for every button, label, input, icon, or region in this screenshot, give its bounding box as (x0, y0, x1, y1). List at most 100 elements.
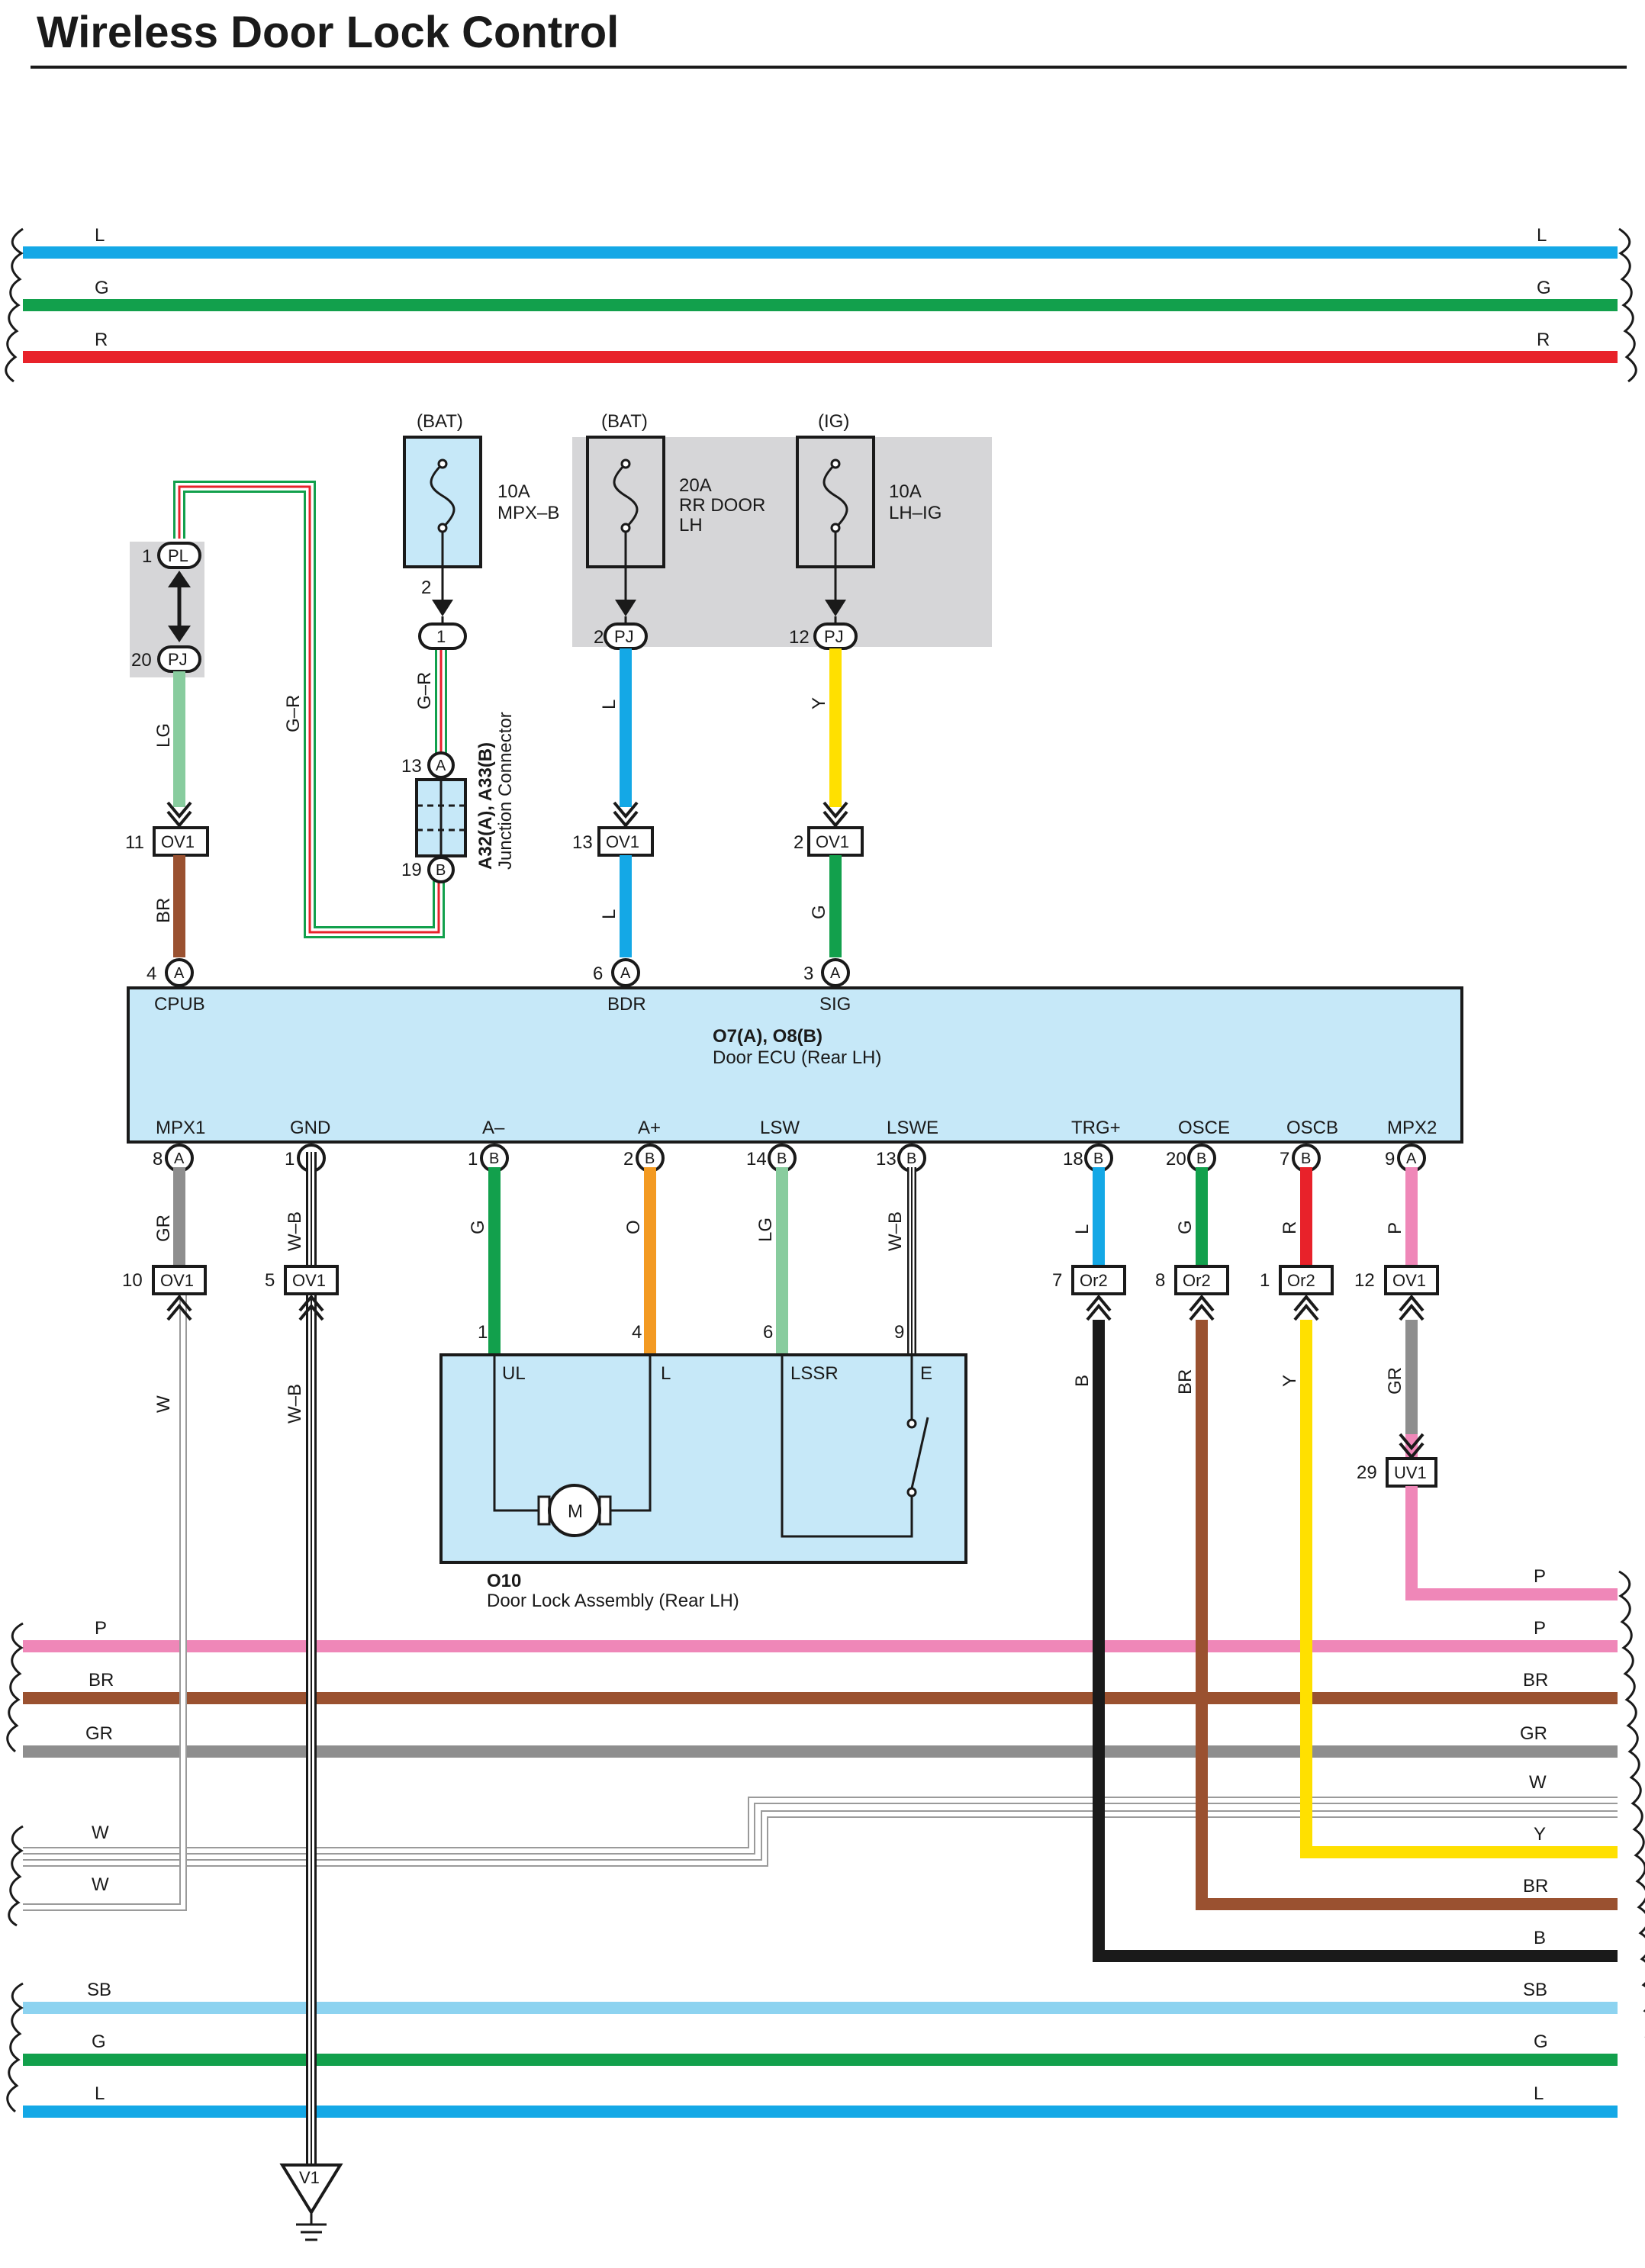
terminal-label-mpx1: MPX1 (156, 1118, 205, 1138)
wire-y-oscb (1300, 1320, 1618, 1858)
wire-label-y-oscb: Y (1280, 1375, 1300, 1387)
lock-pin-1: 1 (478, 1322, 488, 1343)
connector-pin: 7 (1052, 1270, 1062, 1291)
junction-terminal-b (427, 856, 455, 883)
junction-letter-b: B (436, 862, 446, 879)
connector-code: OV1 (160, 1271, 194, 1290)
connector-pj-label: PJ (168, 650, 188, 669)
arrow-up-icon (168, 571, 191, 587)
bottom-bus-labels: P BR GR W W SB G L P P BR GR W Y BR B SB… (85, 1566, 1548, 2104)
connector-uv1: 29 UV1 (1357, 1433, 1437, 1588)
ov1-cpub-label: OV1 (161, 832, 195, 851)
terminal-label-osce: OSCE (1178, 1118, 1230, 1138)
wire-p-mpx2-out (1405, 1434, 1618, 1600)
connector-pin: 1 (1260, 1270, 1270, 1291)
bus-break-left-top (5, 227, 24, 383)
fuse-name: RR DOOR (679, 495, 765, 516)
terminal-label-a-: A+ (638, 1118, 661, 1138)
door-lock-assembly: 1 4 6 9 UL L LSSR E M O10 Door Lock Asse… (439, 1322, 967, 1611)
wire-label-p-mpx2: P (1385, 1222, 1405, 1234)
fuse-icon (822, 462, 848, 529)
pj-bdr-pin: 2 (594, 627, 604, 648)
wire-label-b-trg: B (1072, 1375, 1093, 1387)
terminal-conn-letter: A (174, 965, 185, 982)
connector-pl (157, 542, 201, 569)
junction-name: Junction Connector (495, 712, 516, 870)
ground-v1: V1 (279, 2163, 343, 2241)
terminal-label-lswe: LSWE (887, 1118, 938, 1138)
wire-label-wb-gnd: W–B (285, 1211, 305, 1251)
junction-pin-b: 19 (401, 860, 422, 880)
junction-id: A32(A), A33(B) (475, 742, 496, 870)
bus-right-label-sb: SB (1523, 1980, 1547, 2000)
connector-ov1-mpx2 (1384, 1265, 1439, 1295)
page-title: Wireless Door Lock Control (37, 8, 619, 57)
fuse-supply-label: (BAT) (601, 411, 648, 432)
wire-label-l-trg: L (1072, 1224, 1093, 1234)
terminal-conn-letter: B (906, 1150, 916, 1167)
terminal-label-cpub: CPUB (154, 994, 205, 1015)
connector-ov1-mpx1 (152, 1265, 207, 1295)
connector-or2-trg (1071, 1265, 1126, 1295)
bus-right-label-br: BR (1523, 1670, 1548, 1691)
terminal-label-bdr: BDR (607, 994, 646, 1015)
ground-triangle (279, 2163, 343, 2215)
uv1-label: UV1 (1394, 1463, 1427, 1482)
wire-label-l-bdr-2: L (599, 909, 620, 919)
lock-pin-6: 6 (763, 1322, 773, 1343)
junction-terminal-a (427, 751, 455, 779)
wire-label-lg-left: LG (153, 723, 174, 748)
bus-break-left-mid (6, 1622, 24, 1753)
connector-chevron-icon (1189, 1294, 1215, 1321)
connector-pin: 8 (1155, 1270, 1165, 1291)
connector-pj-bdr-label: PJ (614, 627, 634, 646)
wire-label-l-bdr: L (599, 700, 620, 709)
bus-left-label-w1: W (92, 1822, 109, 1843)
terminal-pin: 1 (468, 1149, 478, 1169)
ov1-sig-label: OV1 (816, 832, 849, 851)
wire-label-g-sig: G (809, 905, 829, 919)
terminal-conn-letter: B (1093, 1150, 1103, 1167)
door-ecu (127, 986, 1463, 1144)
connector-uv1-box (1386, 1457, 1437, 1488)
terminal-label-oscb: OSCB (1286, 1118, 1338, 1138)
ecu-id: O7(A), O8(B) (713, 1026, 822, 1047)
bus-break-left-bottom (6, 1982, 24, 2113)
fuse-mpx-b: (BAT) 10A MPX–B 2 1 (403, 411, 559, 650)
bus-label-l-right: L (1537, 225, 1547, 246)
connector-code: OV1 (292, 1271, 326, 1290)
lock-name: Door Lock Assembly (Rear LH) (487, 1591, 739, 1611)
bus-right-label-gr: GR (1520, 1723, 1547, 1744)
bus-right-label-g: G (1534, 2032, 1548, 2052)
pj-pin: 20 (131, 650, 152, 671)
ov1-sig-pin: 2 (794, 832, 803, 853)
bus-left-label-sb: SB (87, 1980, 111, 2000)
uv1-pin: 29 (1357, 1462, 1377, 1483)
lower-wires (173, 1167, 1418, 1434)
wire-b-trg (1093, 1320, 1618, 1962)
connector-pl-label: PL (168, 546, 188, 565)
pl-pin: 1 (142, 546, 152, 567)
fuse-lh-ig: (IG) 10A LH–IG (796, 411, 942, 616)
connector-code: Or2 (1183, 1271, 1211, 1290)
terminal-conn-letter: B (777, 1150, 787, 1167)
fuse-rating: 10A (889, 481, 922, 502)
terminal-pin: 8 (153, 1149, 163, 1169)
fuse-icon (613, 462, 639, 529)
wire-label-r-oscb: R (1280, 1221, 1300, 1234)
lock-pin-4: 4 (632, 1322, 642, 1343)
bus-right-label-br2: BR (1523, 1876, 1548, 1896)
wire-label-gr-mpx1: GR (153, 1214, 174, 1242)
top-buses: L G R L G R (5, 225, 1637, 383)
connector-chevron-icon (822, 801, 848, 828)
bus-left-label-p: P (95, 1618, 107, 1639)
arrow-down-icon (825, 600, 846, 616)
arrow-down-icon (615, 600, 636, 616)
lock-term-l: L (661, 1363, 671, 1384)
terminal-label-a-: A– (482, 1118, 505, 1138)
terminal-pin: 14 (746, 1149, 767, 1169)
connector-chevron-icon (1086, 1294, 1112, 1321)
terminal-label-trg-: TRG+ (1071, 1118, 1121, 1138)
